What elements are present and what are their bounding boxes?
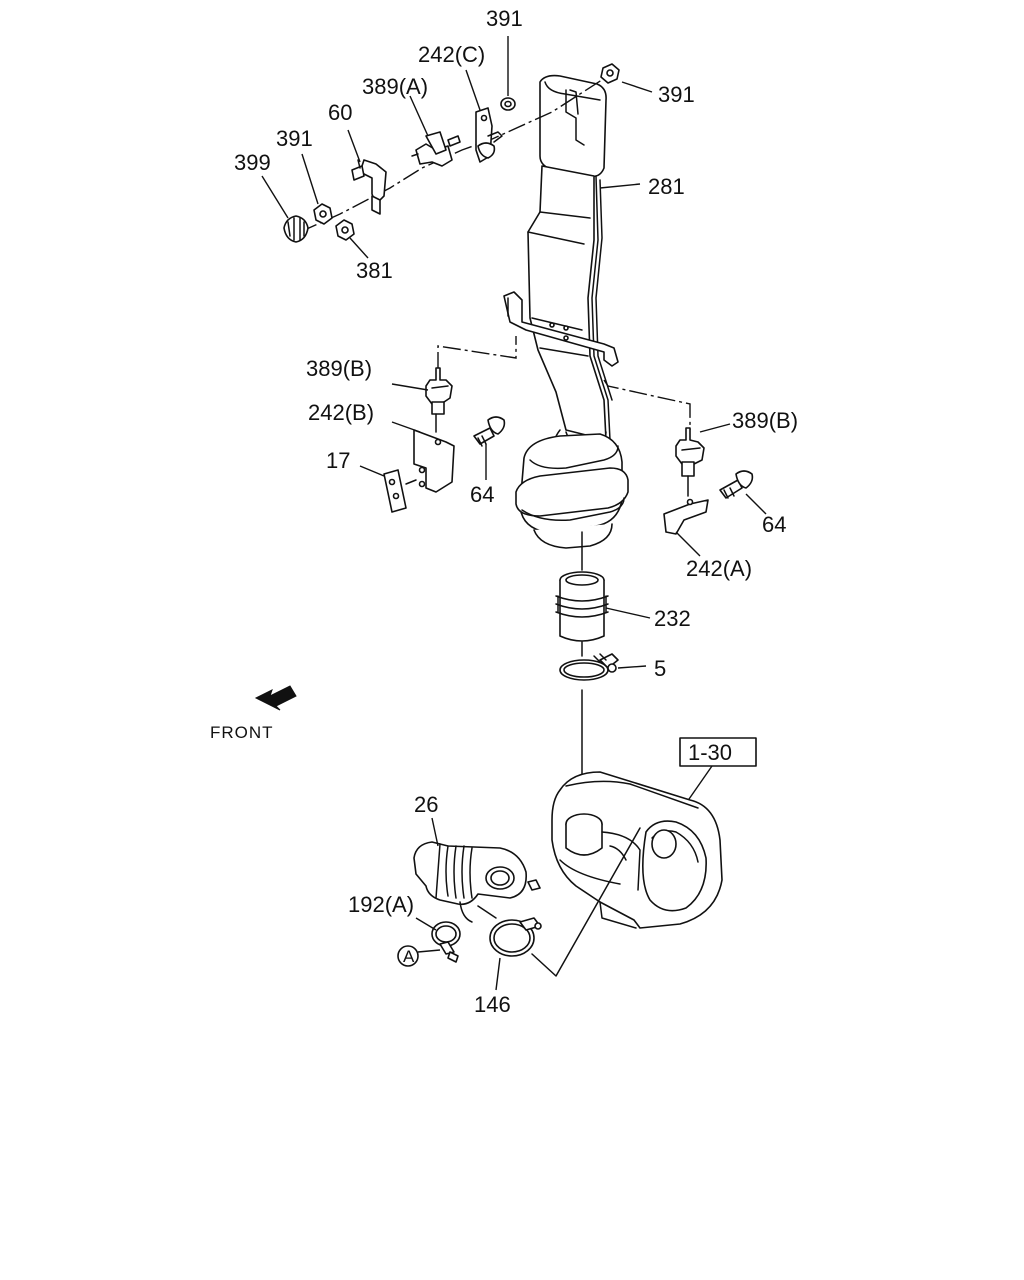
air-cleaner-1-30 <box>551 771 723 929</box>
bracket-60 <box>351 159 387 215</box>
label-17: 17 <box>326 448 350 473</box>
nut-391-right <box>600 63 620 84</box>
washer-391-top <box>500 97 516 111</box>
label-front: FRONT <box>210 723 274 742</box>
intake-duct-281 <box>503 74 629 549</box>
label-26: 26 <box>414 792 438 817</box>
label-ref-1-30: 1-30 <box>688 740 732 765</box>
label-389b-right: 389(B) <box>732 408 798 433</box>
elbow-hose-26 <box>413 841 541 923</box>
nut-381 <box>335 219 355 241</box>
nut-391-left <box>313 203 333 225</box>
clamp-192a <box>431 921 461 963</box>
label-391-left: 391 <box>276 126 313 151</box>
label-399: 399 <box>234 150 271 175</box>
label-389b-left: 389(B) <box>306 356 372 381</box>
bracket-242a <box>663 498 709 535</box>
front-arrow-icon <box>254 685 297 711</box>
mount-389a <box>411 131 461 167</box>
connector-232 <box>555 571 609 642</box>
label-5: 5 <box>654 656 666 681</box>
reference-box <box>679 737 757 767</box>
label-circle-a: A <box>403 947 415 966</box>
circle-a-marker <box>397 945 419 967</box>
label-64-right: 64 <box>762 512 786 537</box>
label-242a: 242(A) <box>686 556 752 581</box>
bracket-242c <box>475 107 503 163</box>
mount-389b-left <box>425 367 453 433</box>
label-60: 60 <box>328 100 352 125</box>
label-146: 146 <box>474 992 511 1017</box>
label-391-top: 391 <box>486 6 523 31</box>
label-389a: 389(A) <box>362 74 428 99</box>
label-242c: 242(C) <box>418 42 485 67</box>
cap-399 <box>283 215 309 243</box>
label-242b: 242(B) <box>308 400 374 425</box>
plate-17 <box>383 469 417 513</box>
label-192a: 192(A) <box>348 892 414 917</box>
bolt-64-left <box>473 416 506 447</box>
clamp-5 <box>559 653 619 681</box>
bolt-64-right <box>719 470 754 499</box>
clamp-146 <box>489 917 542 957</box>
label-381: 381 <box>356 258 393 283</box>
label-281: 281 <box>648 174 685 199</box>
bracket-242b <box>413 429 455 493</box>
label-232: 232 <box>654 606 691 631</box>
label-391-right: 391 <box>658 82 695 107</box>
label-64-left: 64 <box>470 482 494 507</box>
mount-389b-right <box>675 427 705 497</box>
